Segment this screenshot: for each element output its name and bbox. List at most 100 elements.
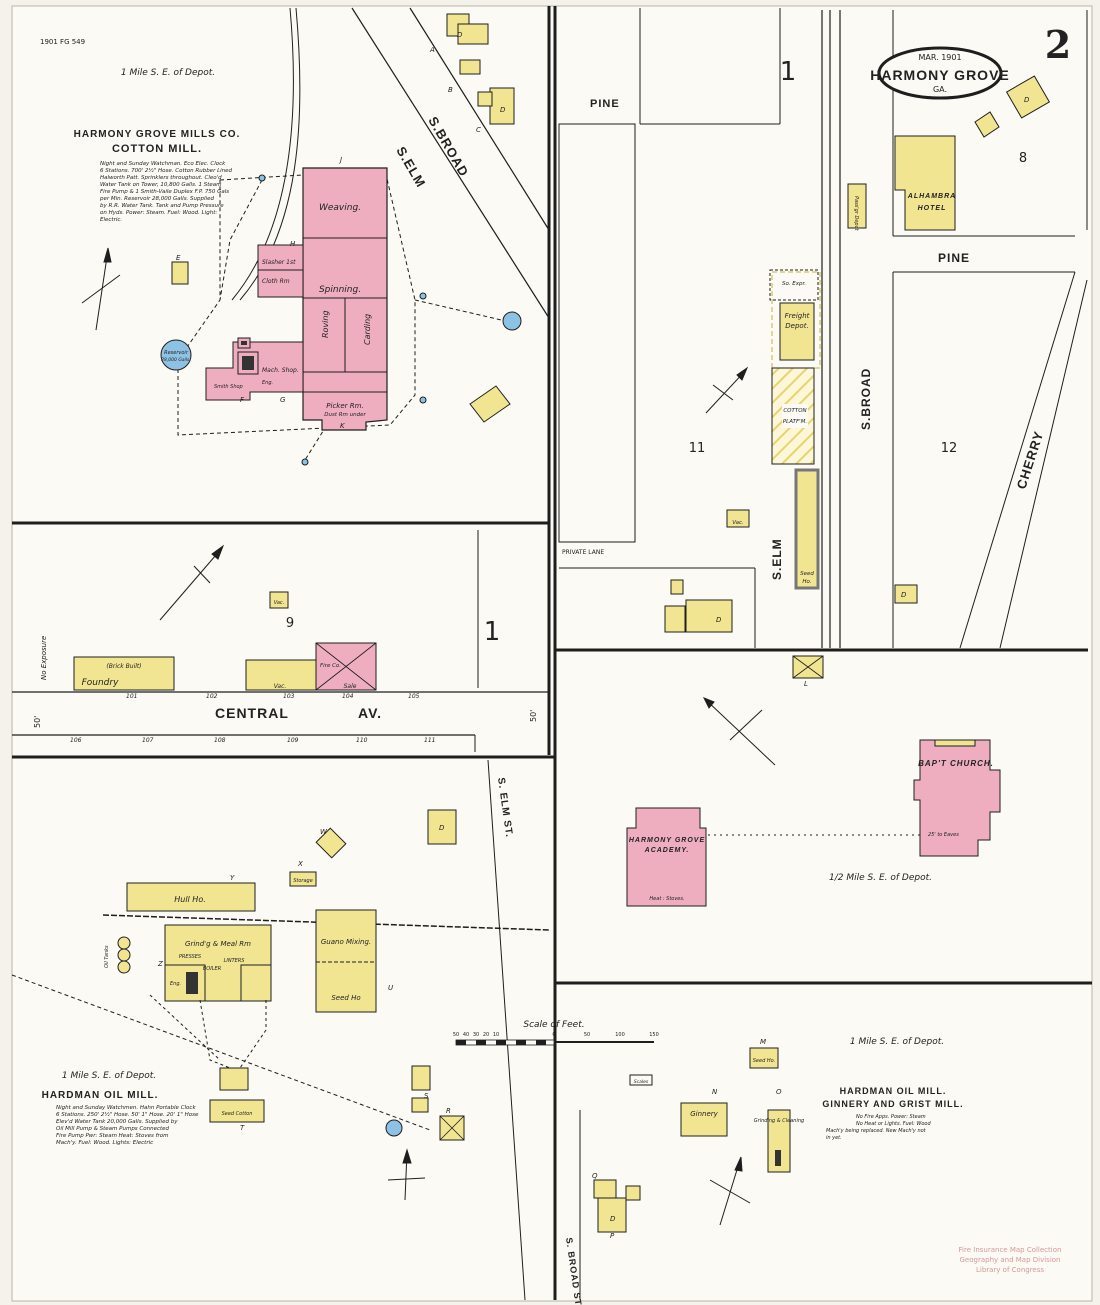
scale-tick: 50 [584, 1032, 590, 1038]
building-letter: T [240, 1124, 245, 1132]
oil-mill-note: Mach'y. Fuel: Wood. Lights: Electric [56, 1140, 153, 1146]
block-9-buildings: (Brick Built) Foundry Vac. Sale Fire Co.… [73, 591, 377, 691]
location-note-oil-mill: 1 Mile S. E. of Depot. [62, 1071, 156, 1081]
sale-label: Sale [344, 683, 357, 690]
cotton-mill-note: on Hyds. Power: Steam. Fuel: Wood. Light… [100, 210, 217, 216]
cotton-mill: HARMONY GROVE MILLS CO. COTTON MILL. Nig… [74, 13, 522, 466]
mill-room-picker: Picker Rm. [326, 402, 363, 410]
pass-depot-label: Pass'gr Depot [853, 196, 859, 232]
scale-tick: 40 [463, 1032, 469, 1038]
cotton-mill-note: Fire Pump & 1 Smith-Vaile Duplex F.P. 75… [100, 189, 229, 195]
address-number: 101 [126, 693, 137, 700]
building-letter: N [712, 1088, 718, 1096]
baptist-church-building [913, 739, 1001, 857]
street-av: AV. [358, 705, 382, 721]
mill-room-eng: Eng. [262, 380, 273, 386]
scales-label: Scales [634, 1079, 649, 1085]
building-letter: C [476, 126, 481, 134]
north-arrow-icon [705, 366, 749, 414]
storage-label: Storage [293, 878, 313, 884]
stamp-line: Fire Insurance Map Collection [959, 1246, 1062, 1254]
building-letter: J [338, 156, 342, 164]
hardman-ginnery: HARDMAN OIL MILL. GINNERY AND GRIST MILL… [593, 1047, 963, 1233]
scale-tick: 30 [473, 1032, 479, 1038]
foundry-label: Foundry [82, 678, 120, 688]
building-letter: G [280, 396, 286, 404]
hotel-name: ALHAMBRA [907, 193, 956, 200]
map-annotations: D D D D D D D J H E F G K L M N O P Q R … [157, 31, 1030, 1240]
building-letter: Q [592, 1172, 598, 1180]
address-number: 109 [287, 737, 299, 744]
dwelling-letter: D [1024, 96, 1030, 104]
platform-label: PLATF'M. [783, 419, 808, 425]
north-arrow-icon [81, 247, 121, 331]
cotton-mill-title: HARMONY GROVE MILLS CO. [74, 129, 241, 140]
block-divider-lines [11, 6, 1092, 1301]
address-number: 108 [214, 737, 226, 744]
handwritten-note: 1901 FG 549 [40, 38, 85, 46]
dwelling-letter: D [610, 1215, 616, 1223]
ginnery-label: Ginnery [690, 1110, 718, 1118]
academy-name-2: ACADEMY. [644, 847, 690, 854]
hydrant-icon [419, 396, 427, 404]
oil-mill-note: Oil Mill Pump & Steam Pumps Connected [56, 1126, 170, 1132]
address-number: 106 [70, 737, 82, 744]
hydrant-icon [419, 292, 427, 300]
mill-room-roving: Roving [321, 310, 330, 338]
cotton-label: COTTON [783, 408, 806, 414]
church-name: BAP'T CHURCH. [918, 759, 994, 768]
scale-bar: Scale of Feet. 50 40 30 20 10 0 50 100 1… [453, 1020, 659, 1046]
block-number-1-top: 1 [780, 57, 797, 87]
north-arrow-icon [702, 697, 776, 766]
foundry-construction: (Brick Built) [106, 663, 141, 670]
mill-room-dust: Dust Rm under [324, 412, 366, 418]
ginnery-note: No Heat or Lights. Fuel: Wood [856, 1121, 931, 1127]
sheet-state: GA. [933, 85, 947, 94]
street-pine-right: PINE [938, 251, 970, 265]
street-central: CENTRAL [215, 705, 289, 721]
freight-label: Freight [785, 312, 810, 320]
address-number: 104 [342, 693, 354, 700]
vacant-label: Vac. [274, 600, 285, 606]
church-note: 25' to Eaves [928, 832, 959, 838]
mill-room-slasher: Slasher 1st [262, 259, 296, 266]
freight-depot-building [779, 302, 815, 361]
sheet-town: HARMONY GROVE [870, 67, 1010, 83]
ginnery-building [680, 1102, 728, 1137]
scale-tick: 50 [453, 1032, 459, 1038]
ginnery-note: No Fire Apps. Power: Steam [856, 1114, 926, 1120]
seed-label: Seed [800, 571, 814, 577]
building-letter: L [804, 680, 808, 688]
oil-tanks [117, 936, 131, 974]
stamp-line: Geography and Map Division [960, 1256, 1061, 1264]
building-letter: A [429, 46, 435, 54]
street-private-lane: PRIVATE LANE [562, 549, 604, 556]
building-letter: W [320, 828, 328, 836]
ginnery-note: Mach'y being replaced. New Mach'y not [826, 1128, 927, 1134]
linters-label: LINTERS [224, 958, 246, 964]
street-s-elm-mid: S.ELM [770, 538, 784, 580]
north-arrow-icon [387, 1148, 426, 1201]
scale-tick: 150 [649, 1032, 659, 1038]
street-width-right: 50' [529, 710, 538, 722]
hydrant-icon [258, 174, 266, 182]
building-letter: E [176, 254, 181, 262]
oil-mill-note: Night and Sunday Watchmen. Hahn Portable… [56, 1105, 196, 1111]
building-letter: R [446, 1107, 451, 1115]
block-number-12: 12 [941, 441, 958, 456]
building-letter: U [388, 984, 393, 992]
dwelling-letter: D [716, 616, 722, 624]
cotton-mill-note: per Min. Reservoir 28,000 Galls. Supplie… [99, 196, 214, 202]
mill-room-weaving: Weaving. [319, 203, 361, 213]
vacant-label: Vac. [732, 520, 744, 526]
address-number: 105 [408, 693, 420, 700]
reservoir-capacity: 28,000 Galls. [161, 357, 191, 363]
stamp-line: Library of Congress [976, 1266, 1044, 1274]
block-number-9: 9 [286, 616, 294, 631]
seed-cotton-label: Seed Cotton [222, 1111, 253, 1117]
mill-room-mach-shop: Mach. Shop. [262, 367, 299, 374]
sheet-date: MAR. 1901 [918, 53, 961, 62]
oil-mill-title: HARDMAN OIL MILL. [42, 1090, 159, 1101]
dwelling-letter: D [439, 824, 445, 832]
engine-label: Eng. [170, 981, 181, 987]
